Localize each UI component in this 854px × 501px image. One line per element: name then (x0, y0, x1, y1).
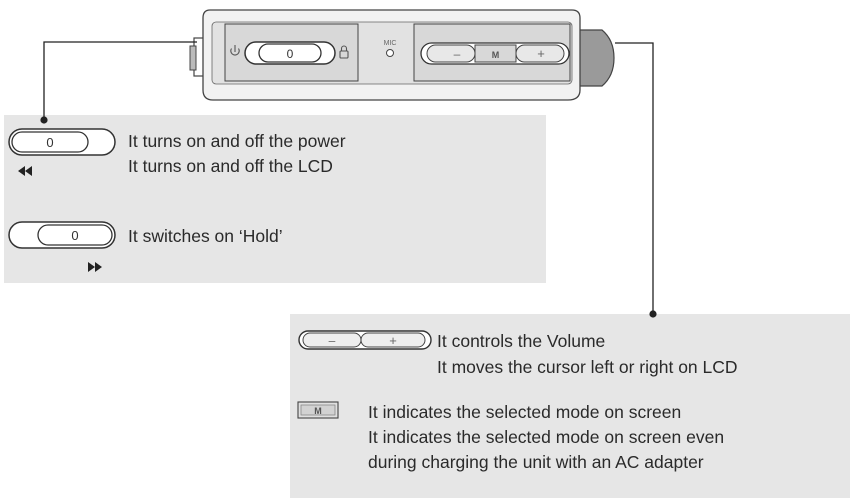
power-line-2: It turns on and off the LCD (128, 156, 333, 176)
device-mode-label: M (492, 50, 500, 60)
mode-line-1: It indicates the selected mode on screen (368, 402, 682, 422)
hold-switch-icon: 0 (8, 221, 116, 272)
power-switch-icon: 0 (8, 128, 116, 176)
rewind-arrows-icon (18, 166, 32, 176)
lock-icon (339, 45, 349, 59)
power-switch-label: 0 (46, 135, 53, 150)
mode-button-icon: M (297, 401, 339, 419)
mode-line-3: during charging the unit with an AC adap… (368, 452, 704, 472)
mic-hole (386, 49, 394, 57)
device-plus-button[interactable] (515, 44, 565, 63)
device-minus-button[interactable] (426, 44, 476, 63)
device-top-view: 0 MIC – M + (189, 9, 615, 101)
power-icon (230, 45, 240, 56)
device-minus-label: – (454, 47, 461, 61)
volume-minus-label: – (329, 334, 336, 348)
mode-button-label: M (314, 406, 322, 416)
volume-plus-label: + (389, 333, 397, 348)
hold-switch-label: 0 (71, 228, 78, 243)
hold-text: It switches on ‘Hold’ (128, 226, 283, 246)
device-tip (569, 29, 615, 87)
mode-line-2: It indicates the selected mode on screen… (368, 427, 725, 447)
volume-line-2: It moves the cursor left or right on LCD (437, 357, 738, 377)
device-plus-label: + (537, 46, 545, 61)
mic-label: MIC (384, 40, 397, 47)
volume-line-1: It controls the Volume (437, 331, 606, 351)
fast-forward-arrows-icon (88, 262, 102, 272)
power-line-1: It turns on and off the power (128, 131, 346, 151)
volume-buttons-icon: – + (298, 330, 432, 350)
device-switch-label: 0 (287, 47, 294, 61)
